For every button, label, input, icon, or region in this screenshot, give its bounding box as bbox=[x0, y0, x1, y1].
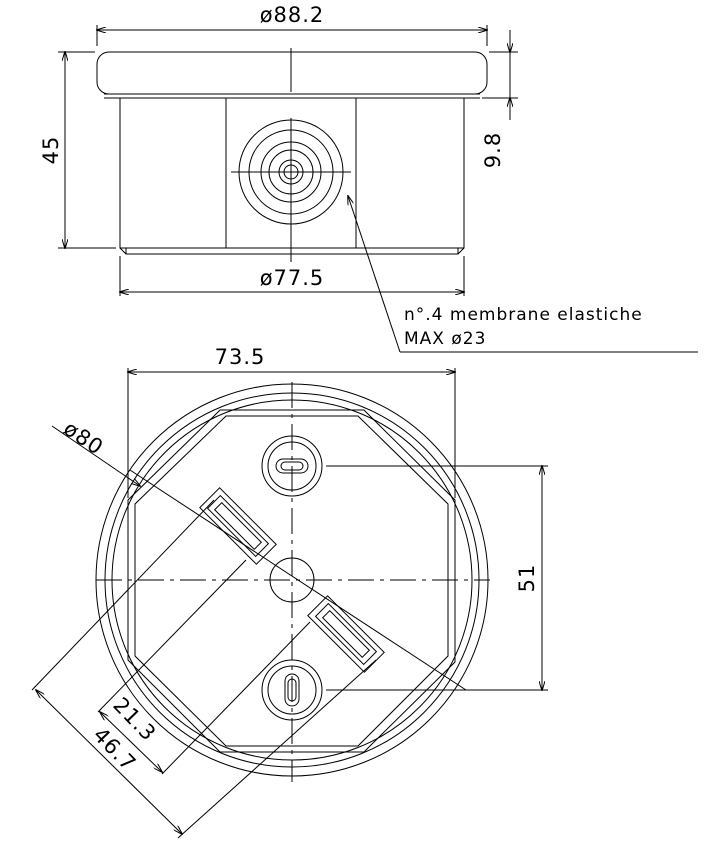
note-membranes: n°.4 membrane elastiche bbox=[404, 305, 643, 325]
rail-clip-right bbox=[307, 595, 385, 673]
dim-inner-diameter: ø80 bbox=[59, 416, 108, 460]
plan-view: 73.5 ø80 51 21.3 46.7 bbox=[31, 345, 548, 839]
dim-top-outer-diameter: ø88.2 bbox=[260, 3, 325, 27]
screw-boss-top bbox=[261, 435, 323, 497]
rail-clip-left bbox=[199, 487, 277, 565]
inner-walls bbox=[127, 409, 456, 753]
dim-lid-offset: 9.8 bbox=[481, 132, 505, 168]
membrane-side bbox=[231, 118, 351, 232]
side-view: ø88.2 45 9.8 ø77.5 n°.4 membrane elastic… bbox=[39, 3, 698, 353]
dim-base-diameter: ø77.5 bbox=[260, 266, 325, 290]
screw-boss-bottom bbox=[261, 659, 323, 721]
lid-outline bbox=[96, 51, 488, 95]
note-max-diameter: MAX ø23 bbox=[404, 329, 486, 349]
dim-width: 73.5 bbox=[215, 345, 266, 369]
box-body-outline bbox=[119, 98, 465, 255]
dim-height: 45 bbox=[39, 136, 63, 165]
dim-hole-spacing: 51 bbox=[515, 564, 539, 593]
